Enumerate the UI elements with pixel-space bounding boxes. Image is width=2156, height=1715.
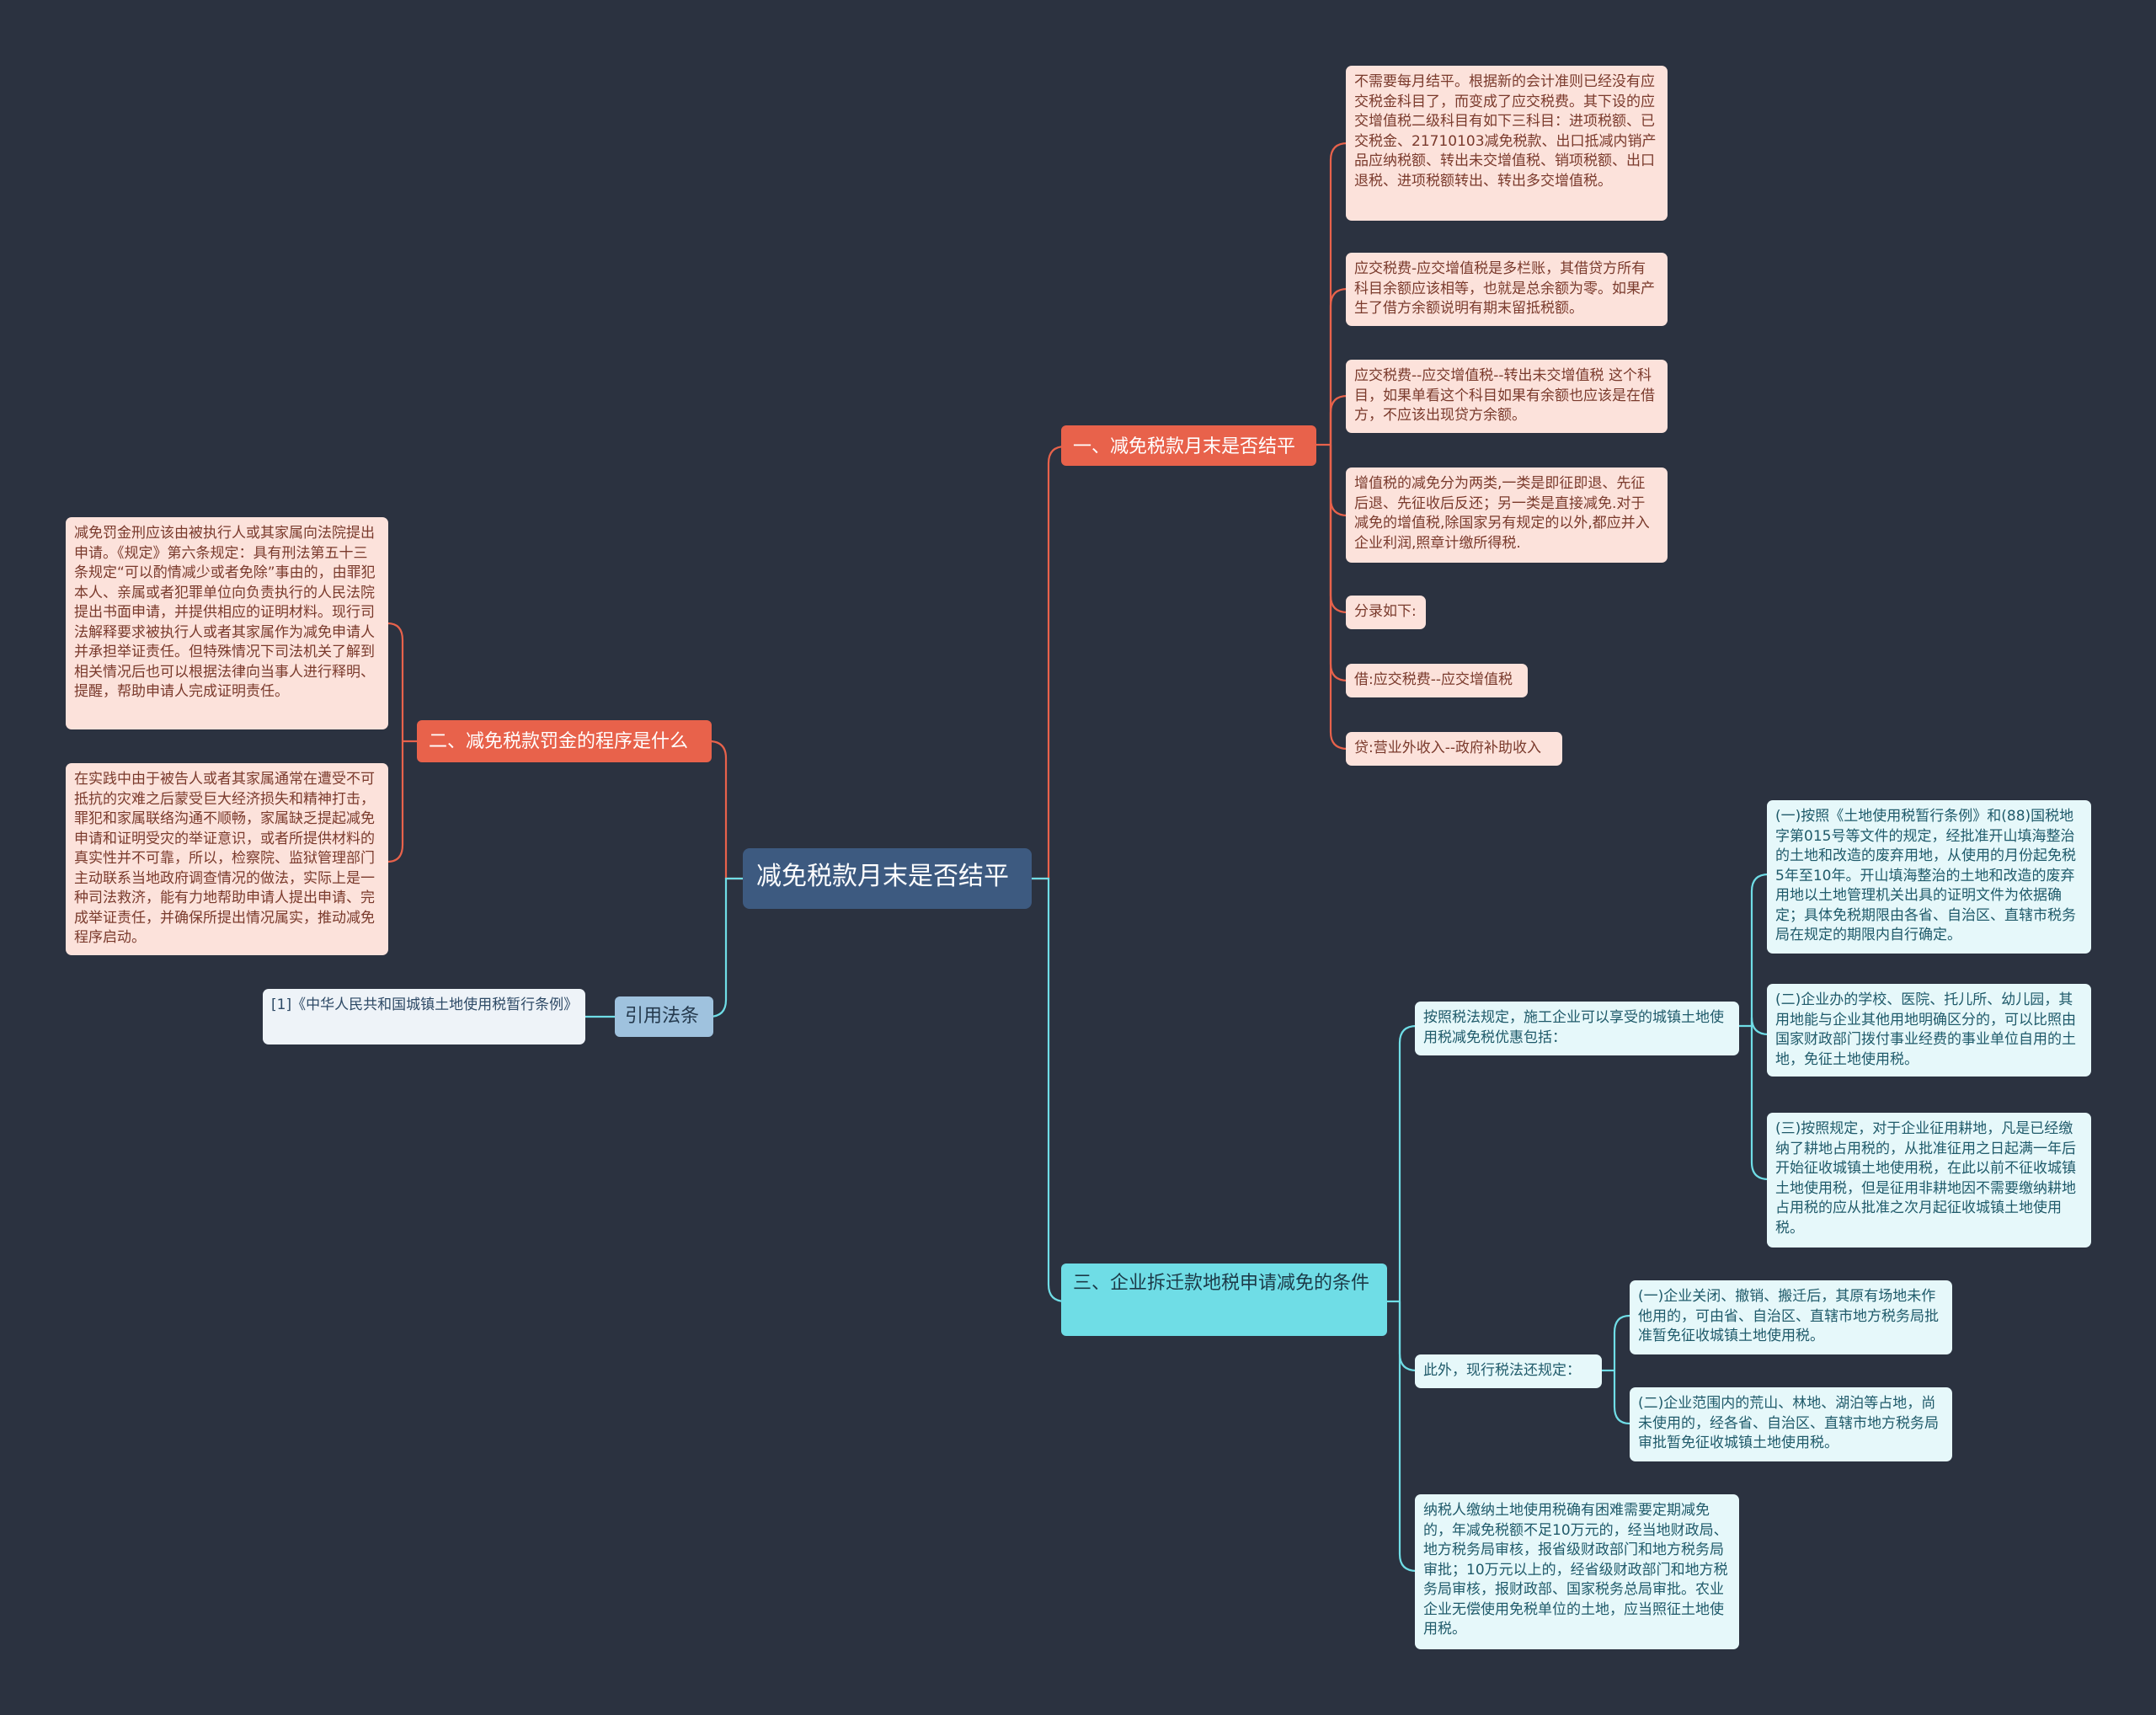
branch-1-leaf-3[interactable]: 应交税费--应交增值税--转出未交增值税 这个科目，如果单看这个科目如果有余额也… bbox=[1346, 360, 1668, 433]
branch-3-sub-1[interactable]: 按照税法规定，施工企业可以享受的城镇土地使用税减免税优惠包括： bbox=[1415, 1002, 1739, 1055]
branch-2-node[interactable]: 二、减免税款罚金的程序是什么 bbox=[417, 720, 712, 762]
branch-3-node[interactable]: 三、企业拆迁款地税申请减免的条件 bbox=[1061, 1264, 1387, 1336]
branch-3-sub-3[interactable]: 纳税人缴纳土地使用税确有困难需要定期减免的，年减免税额不足10万元的，经当地财政… bbox=[1415, 1494, 1739, 1649]
branch-1-node[interactable]: 一、减免税款月末是否结平 bbox=[1061, 425, 1316, 466]
link-root-branch4 bbox=[708, 877, 743, 1018]
branch-3-sub-2[interactable]: 此外，现行税法还规定： bbox=[1415, 1354, 1602, 1388]
branch-2-leaf-1[interactable]: 减免罚金刑应该由被执行人或其家属向法院提出申请。《规定》第六条规定：具有刑法第五… bbox=[66, 517, 388, 729]
link-root-branch1 bbox=[1032, 445, 1066, 880]
branch-4-leaf-1[interactable]: [1]《中华人民共和国城镇土地使用税暂行条例》 bbox=[263, 989, 585, 1044]
branch-1-leaf-7[interactable]: 贷:营业外收入--政府补助收入 bbox=[1346, 732, 1562, 766]
branch-3-sub-2-leaf-1[interactable]: (一)企业关闭、撤销、搬迁后，其原有场地未作他用的，可由省、自治区、直辖市地方税… bbox=[1630, 1280, 1952, 1354]
branch-3-sub-1-leaf-1[interactable]: (一)按照《土地使用税暂行条例》和(88)国税地字第015号等文件的规定，经批准… bbox=[1767, 800, 2091, 954]
branch-1-leaf-4[interactable]: 增值税的减免分为两类,一类是即征即退、先征后退、先征收后反还；另一类是直接减免.… bbox=[1346, 467, 1668, 563]
branch-4-node[interactable]: 引用法条 bbox=[615, 996, 713, 1037]
link-root-branch2 bbox=[708, 740, 743, 880]
root-node[interactable]: 减免税款月末是否结平 bbox=[743, 848, 1032, 909]
branch-1-leaf-2[interactable]: 应交税费-应交增值税是多栏账，其借贷方所有科目余额应该相等，也就是总余额为零。如… bbox=[1346, 253, 1668, 326]
link-root-branch3 bbox=[1032, 877, 1066, 1303]
branch-1-leaf-6[interactable]: 借:应交税费--应交增值税 bbox=[1346, 664, 1528, 697]
branch-1-leaf-1[interactable]: 不需要每月结平。根据新的会计准则已经没有应交税金科目了，而变成了应交税费。其下设… bbox=[1346, 66, 1668, 221]
branch-2-leaf-2[interactable]: 在实践中由于被告人或者其家属通常在遭受不可抵抗的灾难之后蒙受巨大经济损失和精神打… bbox=[66, 763, 388, 955]
branch-3-sub-1-leaf-3[interactable]: (三)按照规定，对于企业征用耕地，凡是已经缴纳了耕地占用税的，从批准征用之日起满… bbox=[1767, 1113, 2091, 1248]
branch-1-leaf-5[interactable]: 分录如下: bbox=[1346, 596, 1426, 629]
branch-3-sub-2-leaf-2[interactable]: (二)企业范围内的荒山、林地、湖泊等占地，尚未使用的，经各省、自治区、直辖市地方… bbox=[1630, 1387, 1952, 1461]
branch-3-sub-1-leaf-2[interactable]: (二)企业办的学校、医院、托儿所、幼儿园，其用地能与企业其他用地明确区分的，可以… bbox=[1767, 984, 2091, 1077]
